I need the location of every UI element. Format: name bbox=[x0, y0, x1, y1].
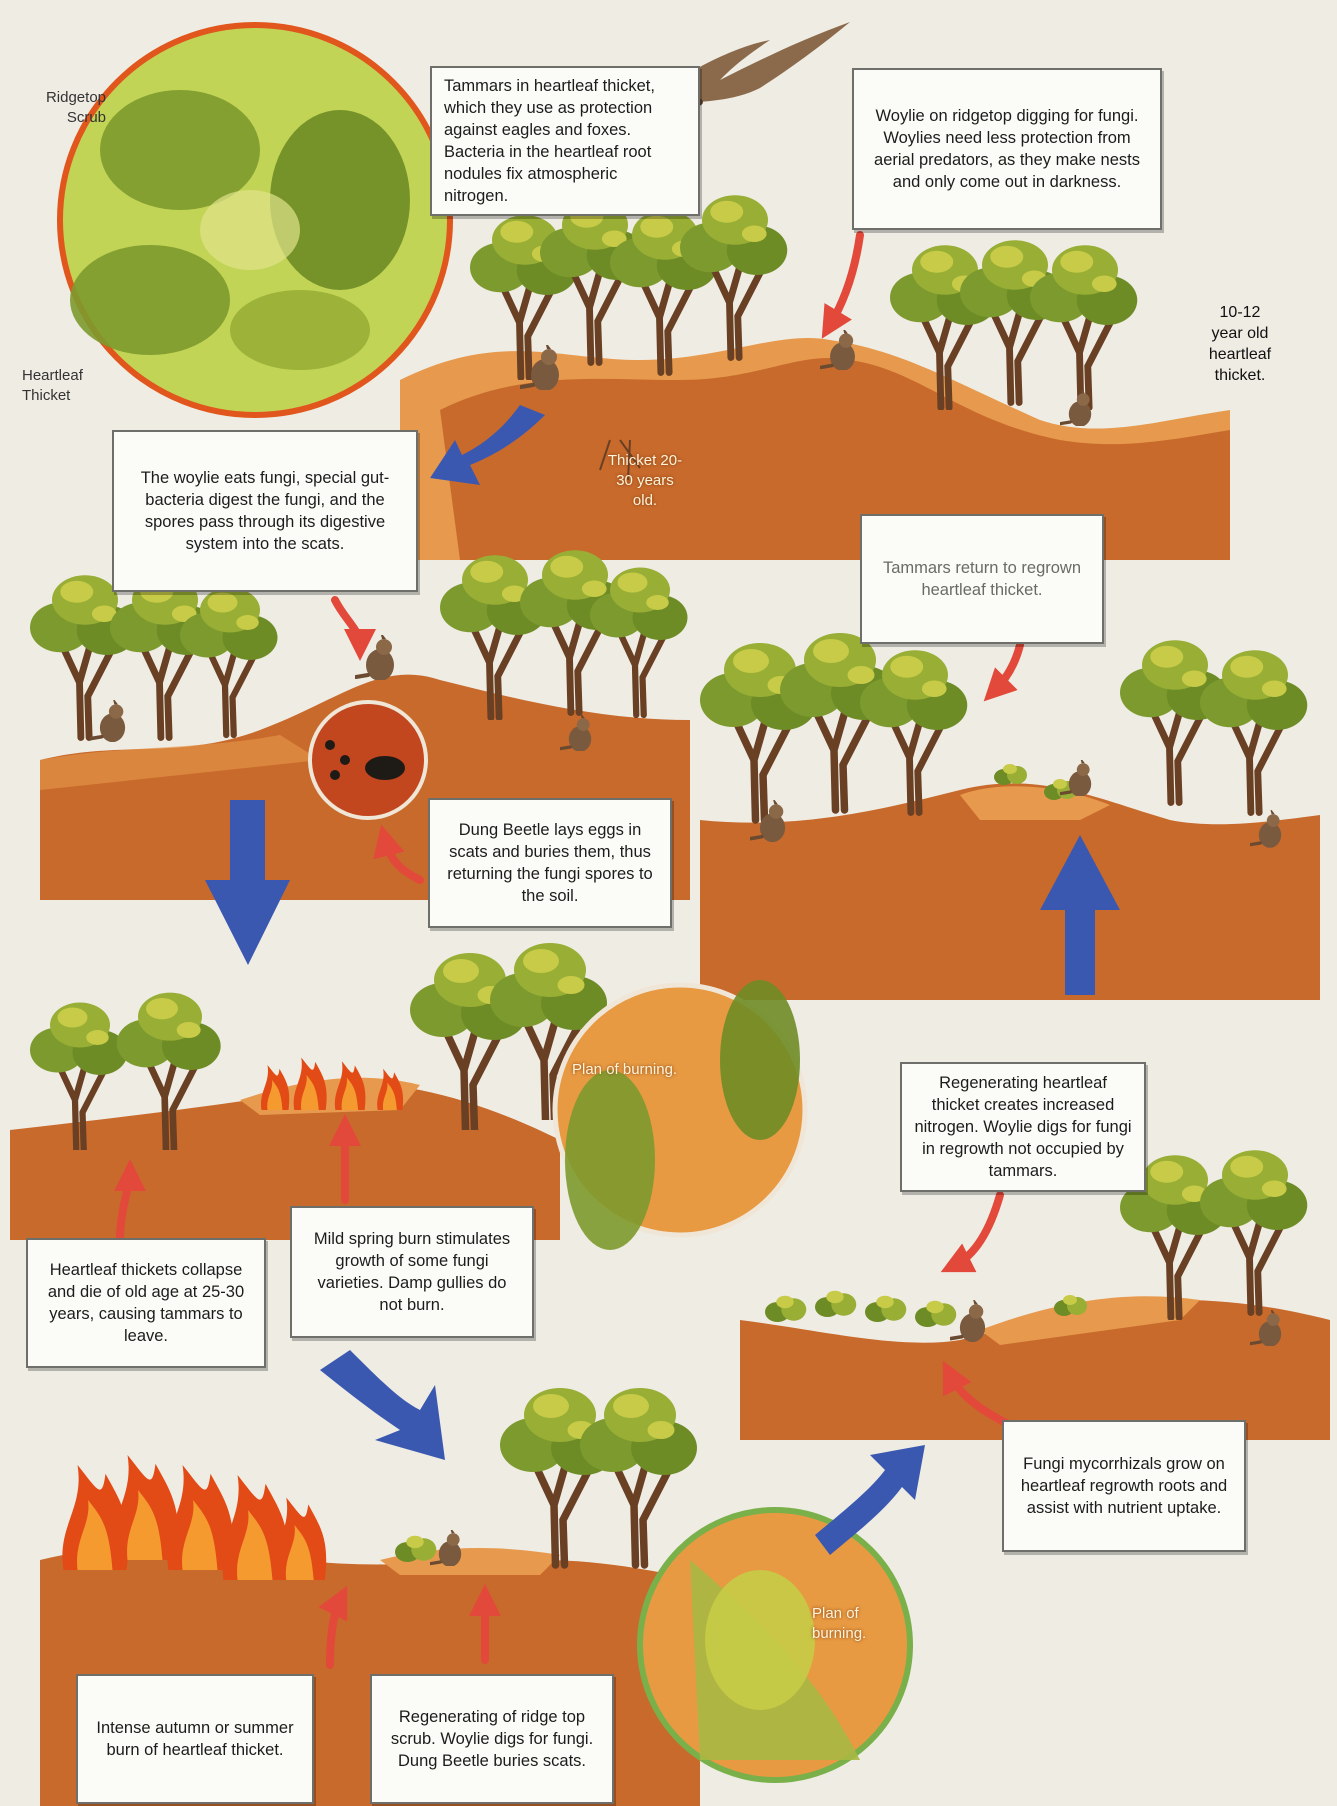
caption-intense-burn: Intense autumn or summer burn of heartle… bbox=[76, 1674, 314, 1804]
caption-mycorrhizals: Fungi mycorrhizals grow on heartleaf reg… bbox=[1002, 1420, 1246, 1552]
caption-dung-beetle: Dung Beetle lays eggs in scats and burie… bbox=[428, 798, 672, 928]
ridgetop-scrub-label: Ridgetop Scrub bbox=[26, 88, 106, 128]
caption-tammars-thicket: Tammars in heartleaf thicket, which they… bbox=[430, 66, 700, 216]
cycle-arrow-3 bbox=[320, 1350, 445, 1460]
caption-regen-ridge: Regenerating of ridge top scrub. Woylie … bbox=[370, 1674, 614, 1804]
caption-collapse: Heartleaf thickets collapse and die of o… bbox=[26, 1238, 266, 1368]
cycle-arrow-4 bbox=[815, 1445, 925, 1555]
caption-woylie-ridgetop: Woylie on ridgetop digging for fungi. Wo… bbox=[852, 68, 1162, 230]
ridgetop-plan-circle bbox=[60, 25, 450, 415]
caption-tammars-return: Tammars return to regrown heartleaf thic… bbox=[860, 514, 1104, 644]
heartleaf-thicket-label: Heartleaf Thicket bbox=[22, 366, 112, 406]
plan-of-burning-label-2: Plan of burning. bbox=[812, 1604, 882, 1644]
scene-mild-burn bbox=[10, 943, 805, 1250]
regrowth-age-label: 10-12 year old heartleaf thicket. bbox=[1205, 302, 1275, 386]
scene-tammars-return bbox=[700, 633, 1320, 1000]
caption-woylie-eats: The woylie eats fungi, special gut-bacte… bbox=[112, 430, 418, 592]
scene-regrowth bbox=[740, 1150, 1330, 1440]
thicket-age-label: Thicket 20-30 years old. bbox=[605, 451, 685, 511]
plan-of-burning-label-1: Plan of burning. bbox=[572, 1060, 702, 1080]
caption-regen-thicket: Regenerating heartleaf thicket creates i… bbox=[900, 1062, 1146, 1192]
caption-mild-burn: Mild spring burn stimulates growth of so… bbox=[290, 1206, 534, 1338]
